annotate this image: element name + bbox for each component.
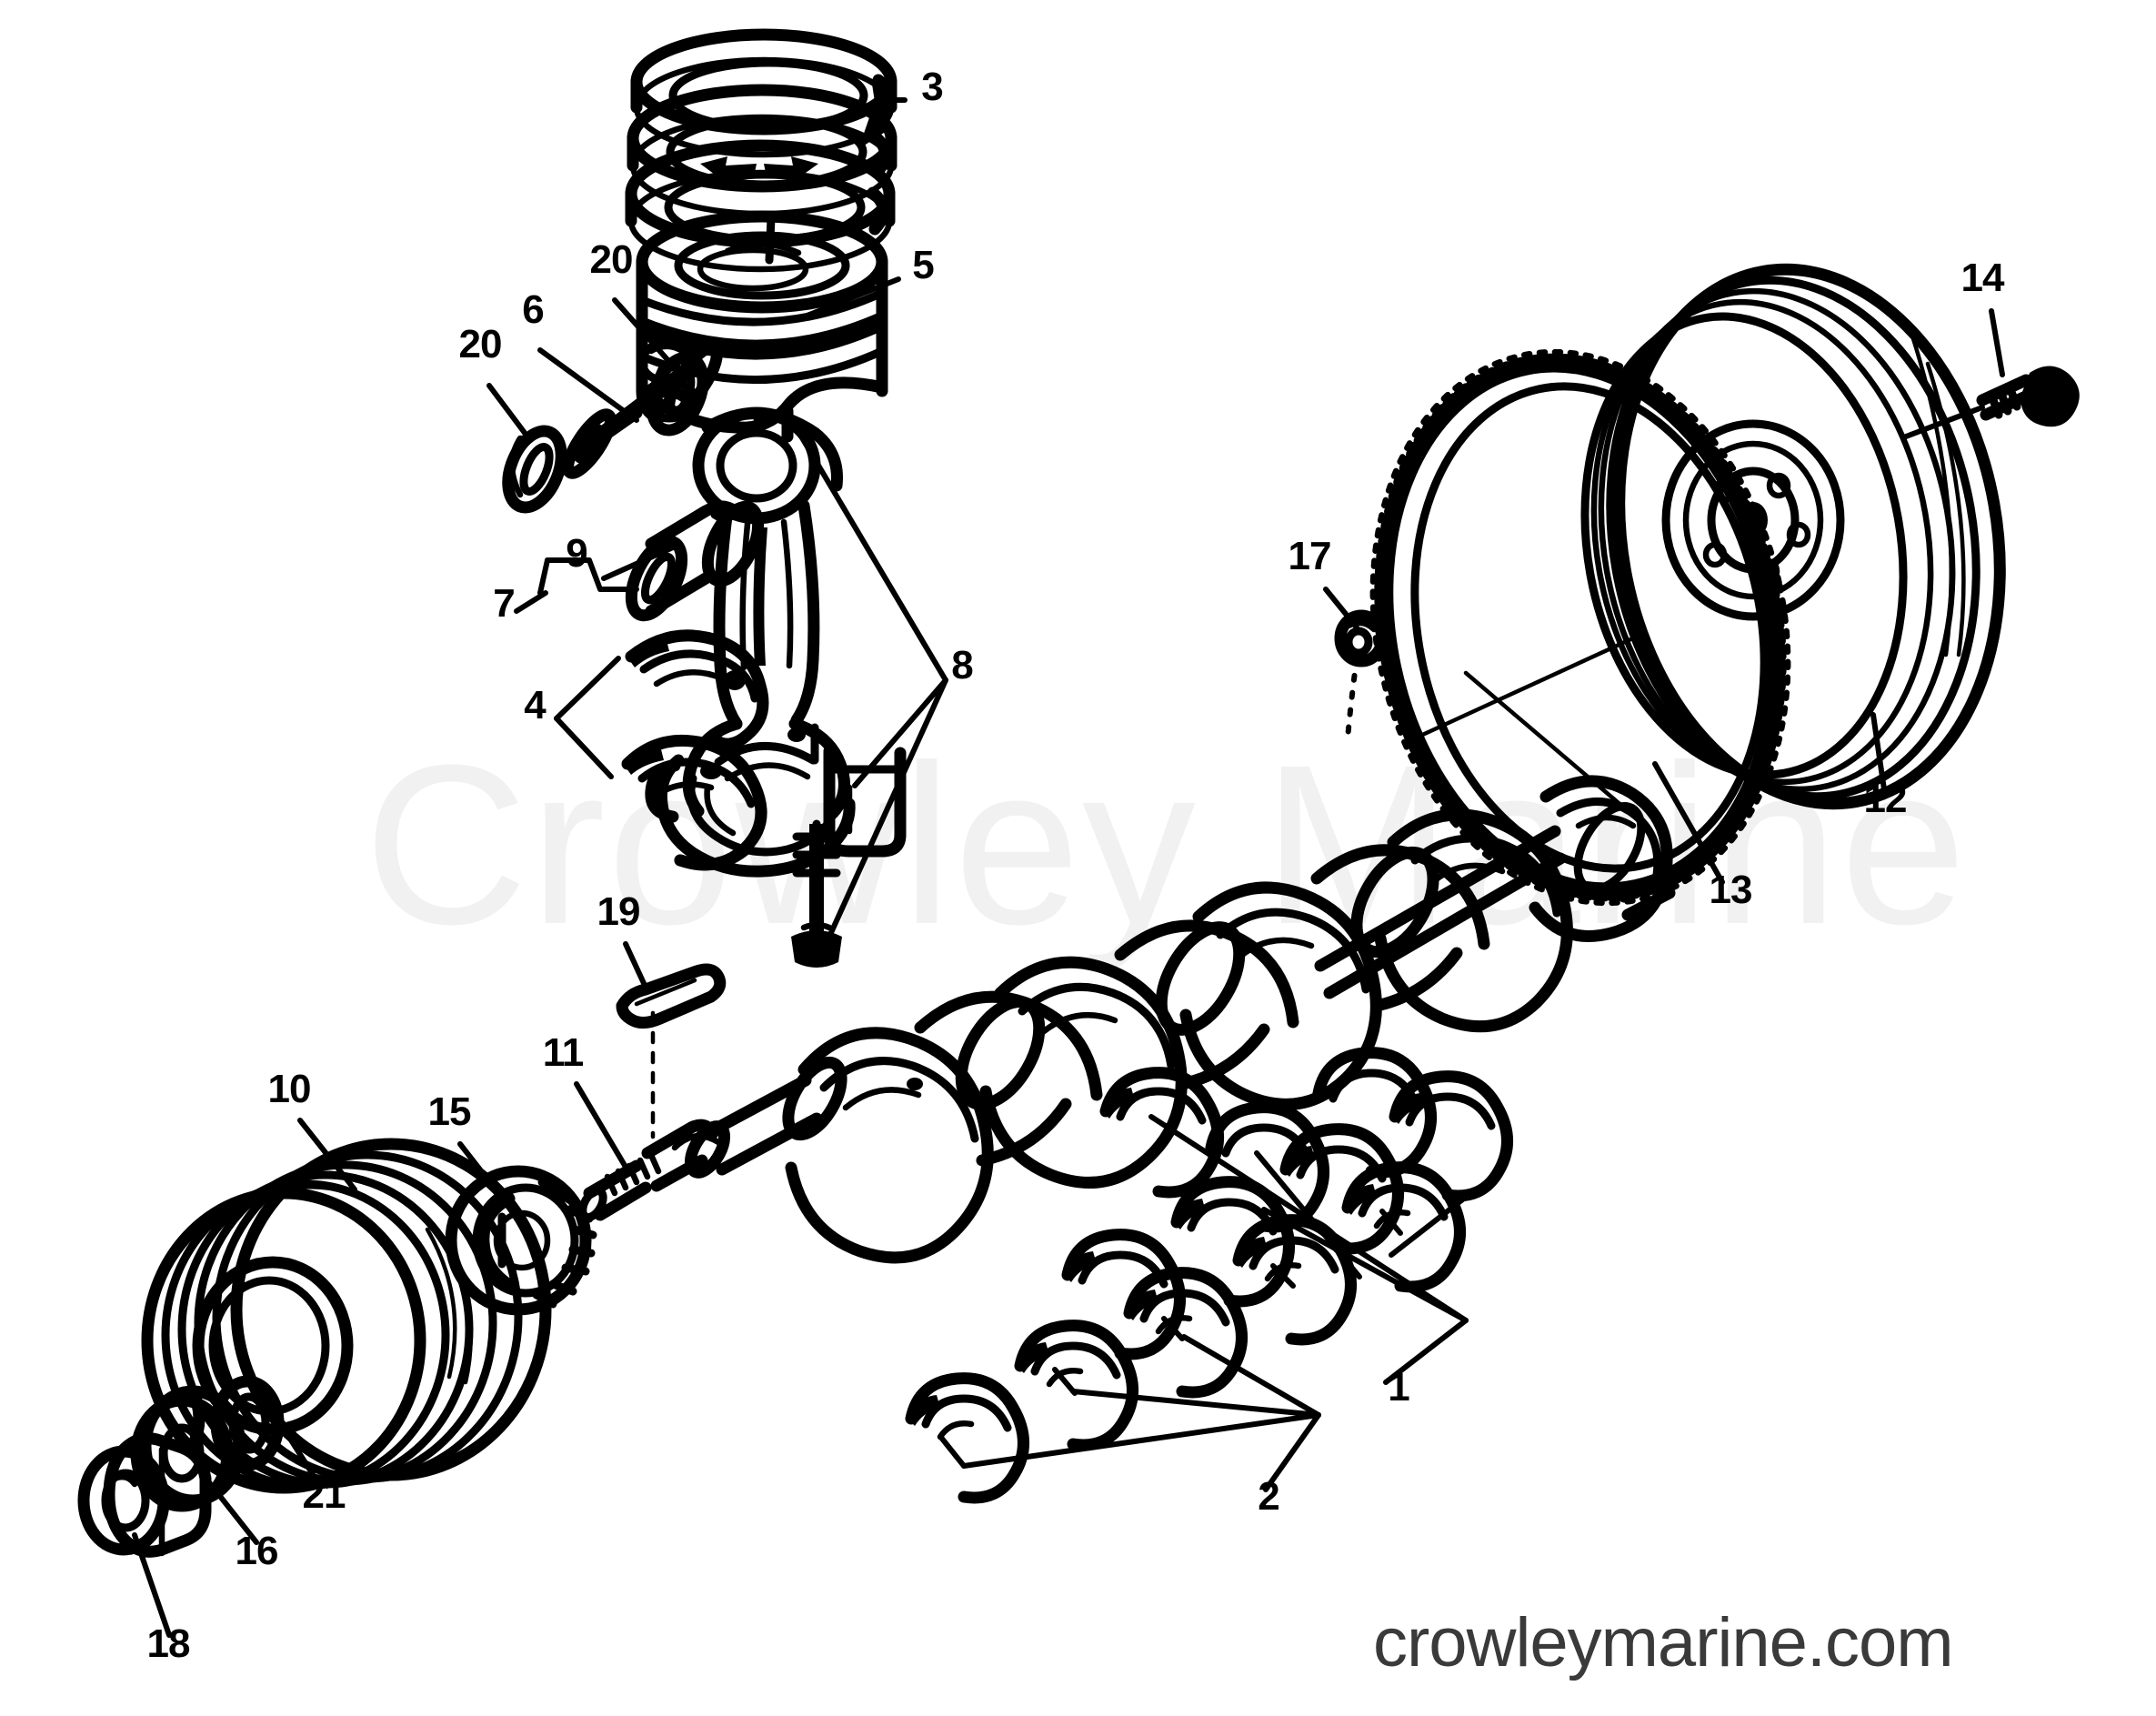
callout-12: 12	[1864, 777, 1907, 821]
callout-5: 5	[912, 243, 934, 287]
callout-6: 6	[522, 287, 543, 332]
callout-14: 14	[1961, 256, 2005, 300]
callout-11: 11	[543, 1030, 584, 1075]
crankshaft-pulley-damper	[141, 1138, 552, 1494]
connecting-rod-bearing-halves	[621, 629, 769, 871]
callout-8: 8	[951, 643, 973, 687]
piston	[636, 210, 888, 443]
watermark-url-text: crowleymarine.com	[1373, 1604, 1953, 1681]
wrist-pin-bushing	[625, 500, 765, 622]
callout-9: 9	[566, 531, 587, 576]
crankshaft-key	[616, 963, 727, 1139]
callout-10: 10	[268, 1067, 311, 1111]
pulley-nut	[77, 1432, 212, 1558]
callout-18: 18	[147, 1621, 190, 1666]
rod-cap-bolt	[791, 723, 842, 968]
watermark-url: crowleymarine.com	[1373, 1604, 1954, 1681]
wrist-pin-snap-ring-right	[646, 351, 709, 437]
flywheel-ring-gear	[1369, 348, 1791, 907]
callout-21: 21	[303, 1472, 346, 1517]
callout-7: 7	[493, 581, 514, 626]
callout-20-left: 20	[459, 322, 502, 366]
flywheel-bolt	[1976, 366, 2080, 427]
callout-15: 15	[428, 1089, 471, 1134]
callout-13: 13	[1710, 868, 1752, 912]
main-bearing-upper-set	[1061, 1047, 1513, 1360]
leader-lines	[132, 78, 2005, 1638]
callout-4: 4	[524, 683, 547, 728]
callout-19: 19	[597, 889, 640, 934]
callout-1: 1	[1388, 1365, 1409, 1410]
callout-numbers: 1 2 3 4 5 6 7 8 9 10 11 12 13 14 15 16 1…	[147, 65, 2006, 1666]
callout-2: 2	[1258, 1474, 1279, 1519]
callout-20-right: 20	[590, 237, 633, 282]
main-bearing-shells	[905, 1047, 1513, 1504]
callout-17: 17	[1289, 534, 1331, 578]
flywheel	[1580, 263, 2006, 810]
callout-3: 3	[921, 65, 942, 109]
callout-16: 16	[236, 1529, 278, 1573]
wrist-pin-snap-ring-left	[502, 425, 567, 514]
